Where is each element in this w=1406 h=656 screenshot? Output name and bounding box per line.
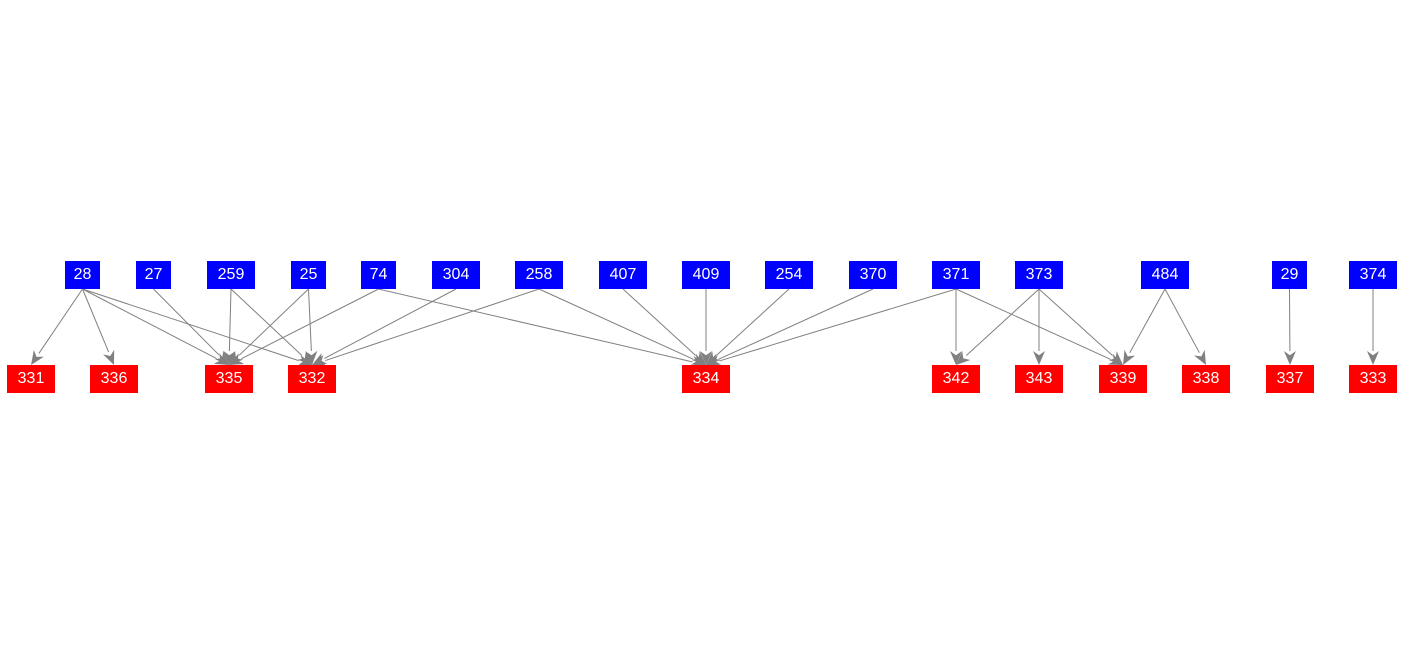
edge-28-to-332 <box>82 288 312 367</box>
edge-74-to-335 <box>229 288 379 365</box>
source-node-74[interactable]: 74 <box>361 261 396 289</box>
target-node-332[interactable]: 332 <box>288 365 336 393</box>
arrowhead-icon <box>214 350 229 365</box>
arrowhead-icon <box>229 353 245 365</box>
edge-254-to-334 <box>706 288 790 365</box>
source-node-373[interactable]: 373 <box>1015 261 1063 289</box>
source-node-304[interactable]: 304 <box>432 261 480 289</box>
edge-74-to-334 <box>378 288 706 368</box>
source-node-259[interactable]: 259 <box>207 261 255 289</box>
edge-484-to-339 <box>1123 288 1166 365</box>
arrowhead-icon <box>1123 349 1136 365</box>
arrowhead-icon <box>305 350 318 365</box>
source-node-254[interactable]: 254 <box>765 261 813 289</box>
edge-371-to-342 <box>950 289 962 365</box>
edge-28-to-331 <box>31 288 83 365</box>
arrowhead-icon <box>691 351 706 365</box>
target-node-333[interactable]: 333 <box>1349 365 1397 393</box>
arrowhead-icon <box>706 355 722 367</box>
source-node-374[interactable]: 374 <box>1349 261 1397 289</box>
target-node-336[interactable]: 336 <box>90 365 138 393</box>
source-node-484[interactable]: 484 <box>1141 261 1189 289</box>
arrowhead-icon <box>312 354 328 367</box>
arrowhead-icon <box>1033 351 1045 365</box>
target-node-331[interactable]: 331 <box>7 365 55 393</box>
source-node-407[interactable]: 407 <box>599 261 647 289</box>
target-node-338[interactable]: 338 <box>1182 365 1230 393</box>
source-node-27[interactable]: 27 <box>136 261 171 289</box>
target-node-337[interactable]: 337 <box>1266 365 1314 393</box>
target-node-342[interactable]: 342 <box>932 365 980 393</box>
edge-259-to-332 <box>230 288 312 365</box>
edge-304-to-332 <box>312 288 457 365</box>
edge-371-to-334 <box>706 288 957 367</box>
target-node-339[interactable]: 339 <box>1099 365 1147 393</box>
arrowhead-icon <box>700 351 712 365</box>
target-node-334[interactable]: 334 <box>682 365 730 393</box>
source-node-371[interactable]: 371 <box>932 261 980 289</box>
source-node-25[interactable]: 25 <box>291 261 326 289</box>
edge-409-to-334 <box>700 289 712 365</box>
arrowhead-icon <box>1367 351 1379 365</box>
edge-258-to-334 <box>538 288 706 365</box>
edge-259-to-335 <box>223 288 236 365</box>
arrowhead-icon <box>31 350 44 365</box>
edge-25-to-332 <box>305 288 318 365</box>
edge-28-to-336 <box>82 288 115 365</box>
edge-373-to-339 <box>1038 288 1123 365</box>
arrowhead-icon <box>297 351 312 365</box>
edge-484-to-338 <box>1164 288 1206 365</box>
edge-29-to-337 <box>1283 288 1296 365</box>
edge-27-to-335 <box>153 288 229 365</box>
arrowhead-icon <box>103 349 115 365</box>
edge-258-to-332 <box>312 288 540 367</box>
edge-407-to-334 <box>622 288 706 365</box>
edge-25-to-335 <box>229 288 309 365</box>
source-node-409[interactable]: 409 <box>682 261 730 289</box>
source-node-258[interactable]: 258 <box>515 261 563 289</box>
edge-374-to-333 <box>1367 289 1379 365</box>
source-node-370[interactable]: 370 <box>849 261 897 289</box>
arrowhead-icon <box>223 350 236 365</box>
arrowhead-icon <box>1108 351 1123 365</box>
source-node-28[interactable]: 28 <box>65 261 100 289</box>
edge-373-to-342 <box>956 288 1040 365</box>
arrowhead-icon <box>956 351 971 365</box>
edge-28-to-335 <box>82 288 229 365</box>
arrowhead-icon <box>1194 349 1206 365</box>
edge-373-to-343 <box>1033 289 1045 365</box>
target-node-335[interactable]: 335 <box>205 365 253 393</box>
edge-370-to-334 <box>706 288 874 365</box>
target-node-343[interactable]: 343 <box>1015 365 1063 393</box>
arrowhead-icon <box>1283 350 1296 365</box>
arrowhead-icon <box>950 351 962 365</box>
source-node-29[interactable]: 29 <box>1272 261 1307 289</box>
